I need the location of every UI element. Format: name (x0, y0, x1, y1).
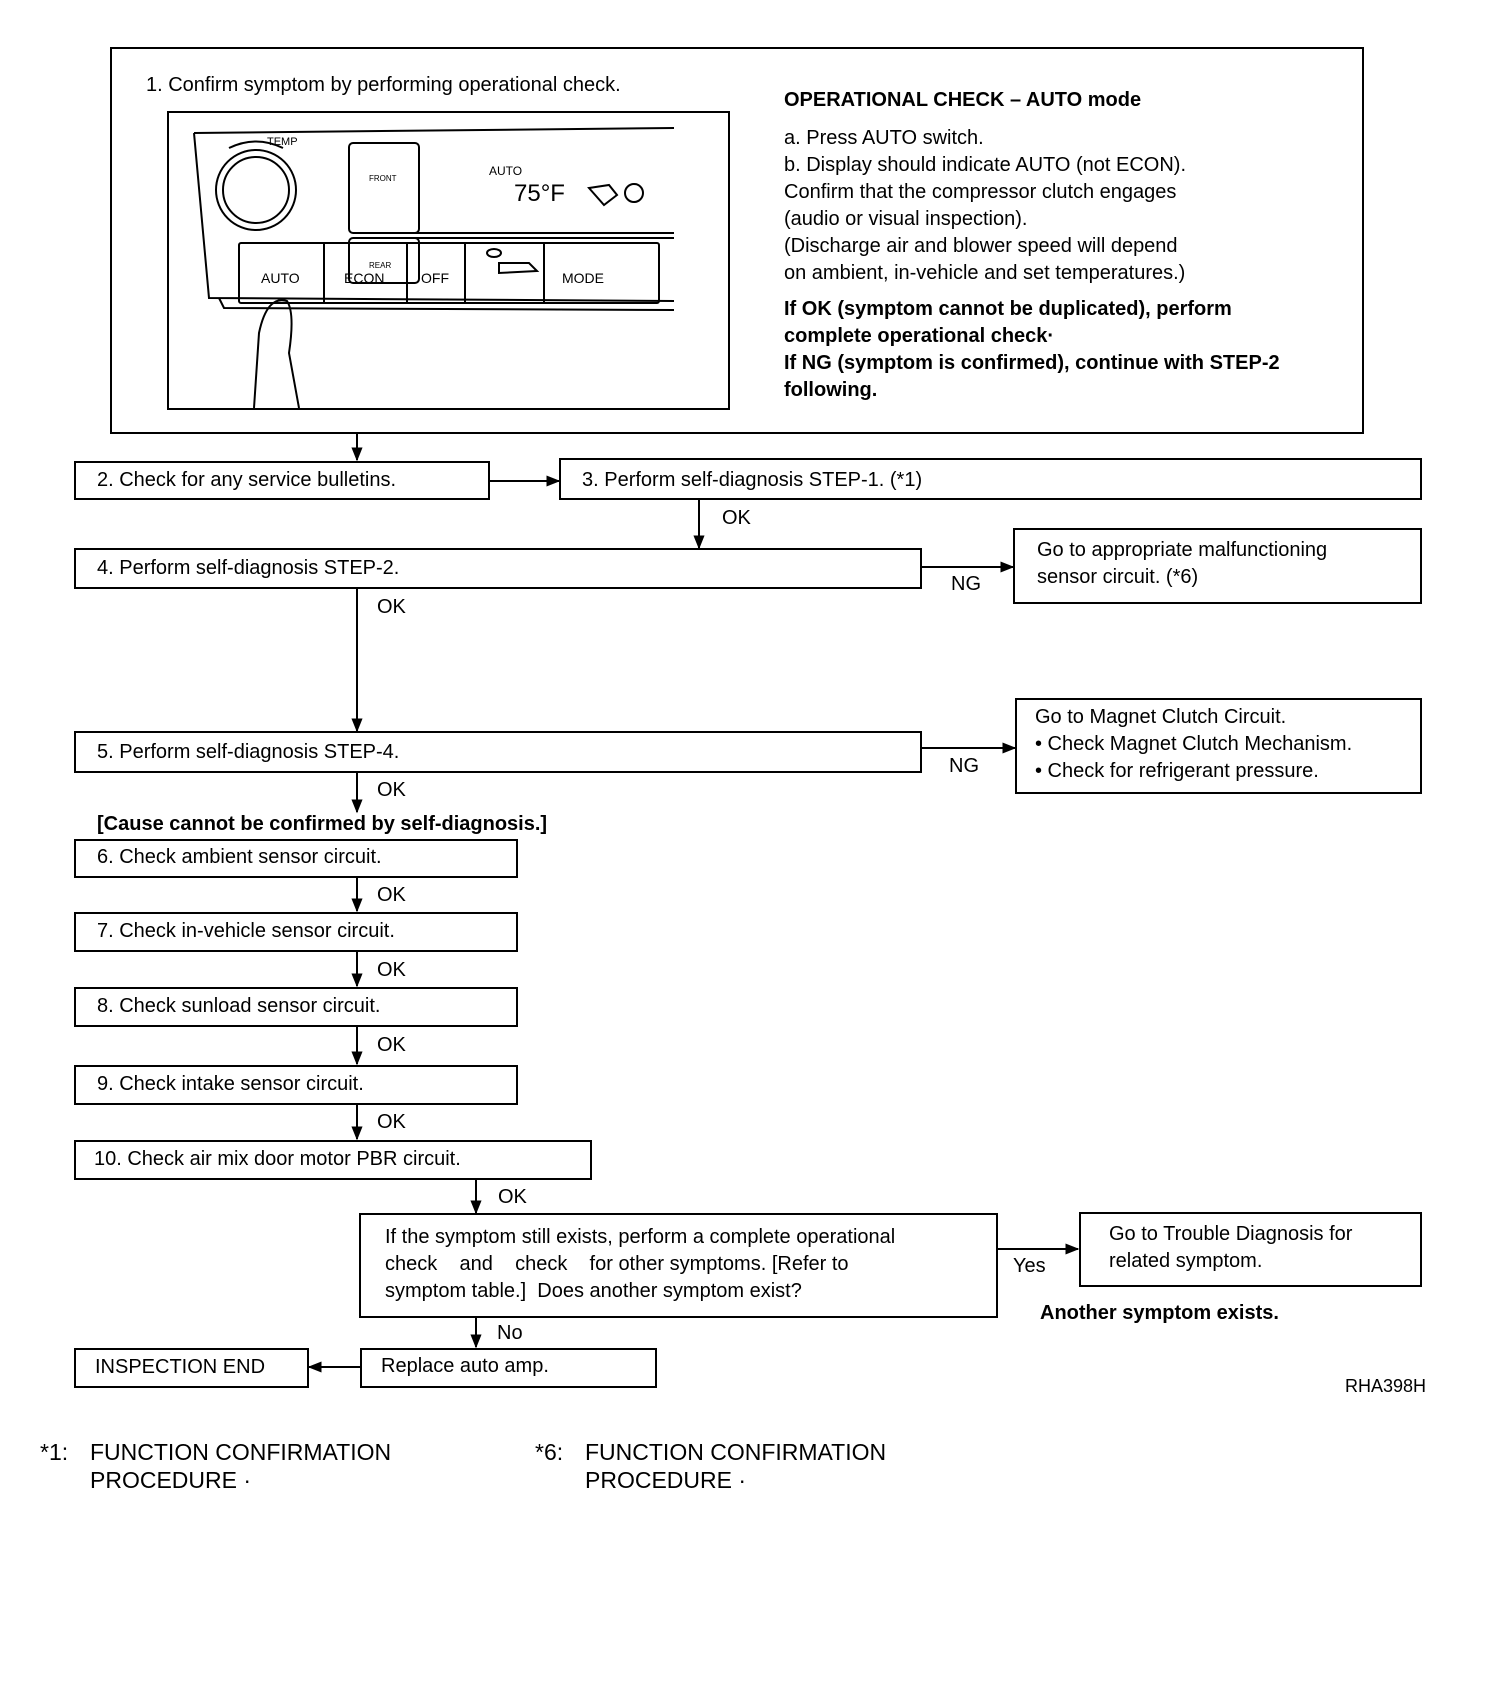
control-panel-illustration: TEMP FRONT REAR AUTO 75°F AUTO ECON OFF … (167, 111, 730, 410)
step8-box (74, 987, 518, 1027)
step1-title: 1. Confirm symptom by performing operati… (146, 74, 621, 96)
op-line: (Discharge air and blower speed will dep… (784, 235, 1178, 257)
op-line: Confirm that the compressor clutch engag… (784, 181, 1177, 203)
op-bold-line: If NG (symptom is confirmed), continue w… (784, 352, 1280, 374)
step3-box (559, 458, 1422, 500)
reference-code: RHA398H (1345, 1376, 1427, 1396)
replace-text: Replace auto amp. (381, 1355, 549, 1377)
step4-text: 4. Perform self-diagnosis STEP-2. (97, 557, 400, 579)
label-ok-10: OK (498, 1186, 527, 1208)
step5-box (74, 731, 922, 773)
panel-drawing: TEMP FRONT REAR AUTO 75°F AUTO ECON OFF … (193, 127, 675, 409)
panel-button-mode: MODE (562, 270, 604, 286)
footnote-6: *6: FUNCTION CONFIRMATION PROCEDURE · (535, 1439, 887, 1493)
panel-button-auto: AUTO (261, 270, 300, 286)
step10-box (74, 1140, 592, 1180)
label-ok-3: OK (722, 507, 751, 529)
step3-text: 3. Perform self-diagnosis STEP-1. (*1) (582, 469, 923, 491)
another-symptom-note: Another symptom exists. (1040, 1302, 1279, 1324)
panel-button-econ: ECON (344, 270, 384, 286)
question-box (359, 1213, 998, 1318)
replace-box (360, 1348, 657, 1388)
label-ok-4: OK (377, 596, 406, 618)
panel-button-off: OFF (421, 270, 449, 286)
op-check-lines: a. Press AUTO switch. b. Display should … (784, 125, 1186, 287)
op-line: (audio or visual inspection). (784, 208, 1028, 230)
op-bold-line: complete operational check· (784, 325, 1055, 347)
label-ok-8: OK (377, 1034, 406, 1056)
end-box (74, 1348, 309, 1388)
step6-text: 6. Check ambient sensor circuit. (97, 846, 382, 868)
label-no: No (497, 1322, 523, 1344)
label-ok-5: OK (377, 779, 406, 801)
footnote-mark: *1: (40, 1439, 69, 1465)
step5-text: 5. Perform self-diagnosis STEP-4. (97, 741, 400, 763)
label-ng-4: NG (951, 573, 981, 595)
step9-box (74, 1065, 518, 1105)
footnote-mark: *6: (535, 1439, 564, 1465)
step10-text: 10. Check air mix door motor PBR circuit… (94, 1148, 461, 1170)
label-yes: Yes (1013, 1255, 1046, 1277)
panel-rear-label: REAR (369, 261, 391, 270)
label-ok-6: OK (377, 884, 406, 906)
step4-box (74, 548, 922, 589)
question-text: If the symptom still exists, perform a c… (385, 1226, 896, 1302)
step2-text: 2. Check for any service bulletins. (97, 469, 397, 491)
step8-text: 8. Check sunload sensor circuit. (97, 995, 381, 1017)
end-text: INSPECTION END (95, 1356, 266, 1378)
op-line: a. Press AUTO switch. (784, 127, 984, 149)
op-line: on ambient, in-vehicle and set temperatu… (784, 262, 1186, 284)
panel-front-label: FRONT (369, 174, 397, 183)
step6-box (74, 839, 518, 878)
panel-temp-label: TEMP (267, 136, 298, 148)
step5-ng-box (1015, 698, 1422, 794)
op-check-heading: OPERATIONAL CHECK – AUTO mode (784, 89, 1142, 111)
step4-ng-text: Go to appropriate malfunctioning sensor … (1037, 539, 1328, 588)
label-ok-7: OK (377, 959, 406, 981)
step7-text: 7. Check in-vehicle sensor circuit. (97, 920, 395, 942)
yes-box (1079, 1212, 1422, 1287)
cause-note: [Cause cannot be confirmed by self-diagn… (97, 813, 548, 835)
step7-box (74, 912, 518, 952)
op-bold-line: following. (784, 379, 878, 401)
step2-box (74, 461, 490, 500)
op-bold-line: If OK (symptom cannot be duplicated), pe… (784, 298, 1232, 320)
step9-text: 9. Check intake sensor circuit. (97, 1073, 364, 1095)
panel-display-temp: 75°F (514, 180, 565, 207)
label-ok-9: OK (377, 1111, 406, 1133)
op-line: b. Display should indicate AUTO (not ECO… (784, 154, 1187, 176)
step4-ng-box (1013, 528, 1422, 604)
footnote-1: *1: FUNCTION CONFIRMATION PROCEDURE · (40, 1439, 392, 1493)
step5-ng-text: Go to Magnet Clutch Circuit. • Check Mag… (1035, 706, 1353, 782)
yes-box-text: Go to Trouble Diagnosis for related symp… (1109, 1223, 1353, 1272)
label-ng-5: NG (949, 755, 979, 777)
op-check-result-lines: If OK (symptom cannot be duplicated), pe… (784, 296, 1280, 404)
panel-display-mode: AUTO (489, 164, 522, 178)
